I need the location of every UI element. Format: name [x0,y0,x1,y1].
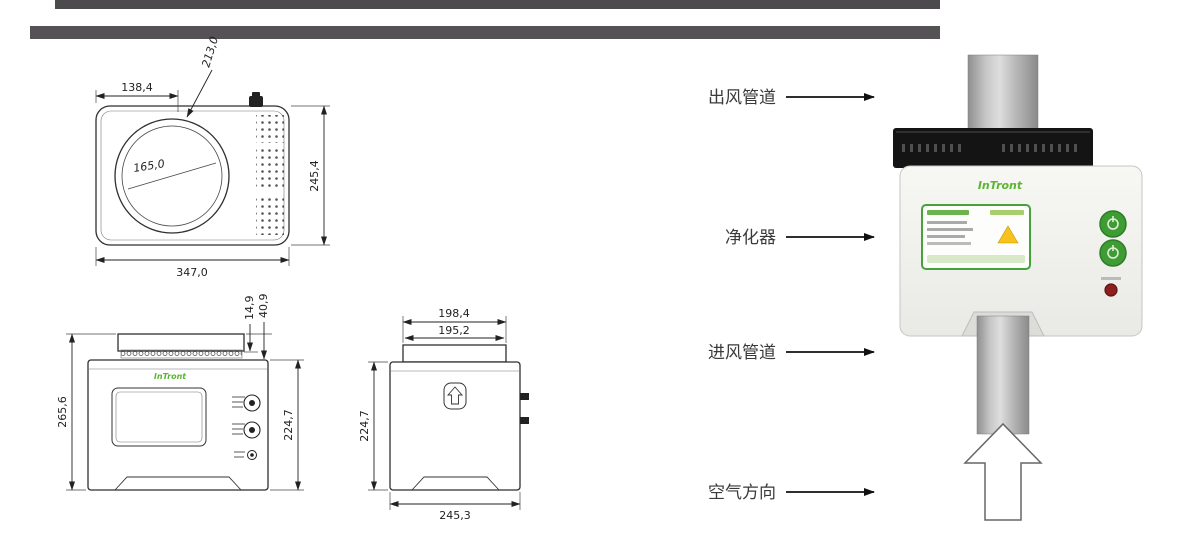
vent-dots-middle [256,149,284,189]
label-purifier: 净化器 [725,228,776,248]
spec-label-panel [921,204,1031,270]
side-duct-hat [402,344,507,363]
side-port-2 [520,417,529,424]
up-arrow-glyph-icon [447,386,463,405]
fan-opening-inner [121,125,223,227]
dim-hat-width-outer: 198,4 [438,307,470,320]
inlet-pipe [976,315,1030,435]
side-body [389,361,521,491]
vent-dots-top [256,115,284,143]
dim-collar-height: 14,9 [243,296,256,321]
indicator-button [1101,277,1121,297]
front-knob-2 [232,421,261,439]
front-display-inner [115,391,203,443]
dim-width-partial: 138,4 [121,81,153,94]
mode-button [1099,239,1127,267]
airflow-up-arrow-icon [963,422,1043,521]
side-bottom-recess [411,476,500,491]
front-duct-hat [117,333,245,352]
label-inlet-duct: 进风管道 [708,343,776,363]
top-view-drawing: 138,4 213,0 165,0 245,4 347,0 [95,35,330,279]
dim-total-width: 347,0 [176,266,208,279]
dim-total-height: 265,6 [56,396,69,428]
installation-diagram: InTront [708,54,1143,521]
top-connector-nub [249,96,263,107]
label-outlet-duct: 出风管道 [708,88,776,108]
header-bar-top [55,0,940,9]
dim-diagonal: 213,0 [199,35,221,69]
outlet-pipe [967,54,1039,132]
dim-hat-height: 40,9 [257,294,270,319]
dim-side-body-height: 224,7 [358,410,371,442]
leader-line-diagonal [186,69,213,118]
front-knob-1 [232,394,261,412]
top-connector-tip [252,92,260,97]
front-display-panel [111,387,207,447]
header-bar-second [30,26,940,39]
airflow-direction-badge [443,382,467,410]
vent-dots-bottom [256,195,284,235]
front-view-drawing: InTront 265,6 [56,294,304,491]
dim-circle-diameter: 165,0 [132,157,165,175]
side-port-1 [520,393,529,400]
dim-hat-width-inner: 195,2 [438,324,470,337]
side-view-drawing: 198,4 195,2 224,7 245,3 [358,307,529,522]
flange-plate [893,128,1093,168]
power-button [1099,210,1127,238]
dim-depth: 245,4 [308,160,321,192]
fan-opening-outer [114,118,230,234]
circle-diameter-line [127,162,217,190]
purifier-logo: InTront [978,179,1023,192]
front-logo: InTront [154,372,187,381]
dim-front-body-height: 224,7 [282,409,295,441]
front-bottom-recess [114,476,242,491]
warning-triangle-icon [997,225,1019,244]
label-air-direction: 空气方向 [708,483,776,503]
front-small-button [234,450,257,460]
front-grille-row [120,349,243,359]
dim-bottom-width: 245,3 [439,509,471,522]
